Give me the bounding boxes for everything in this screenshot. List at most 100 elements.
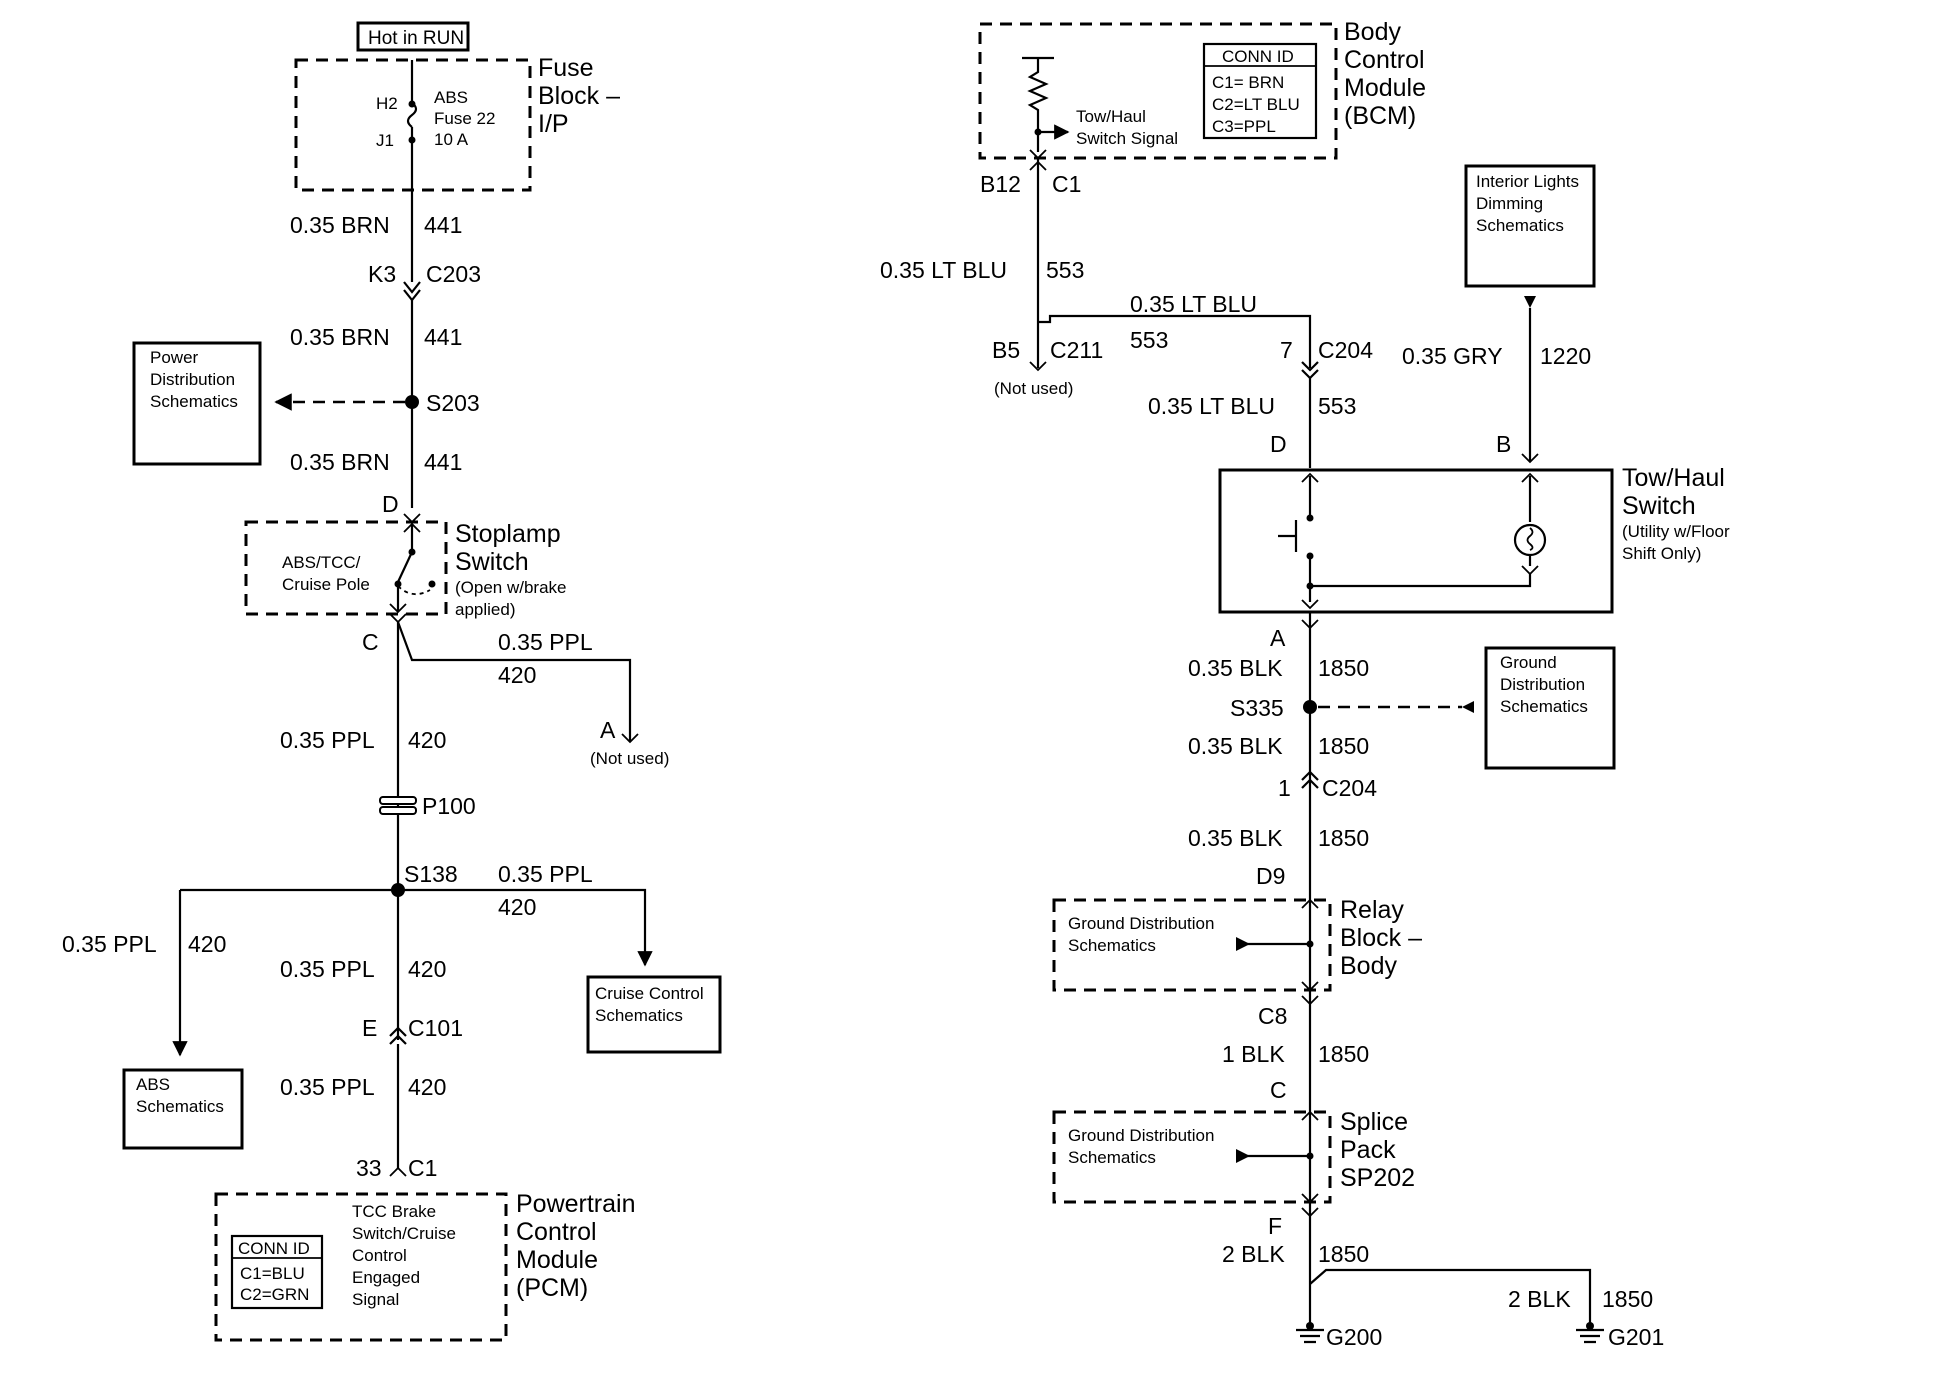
svg-text:Control: Control [352, 1246, 407, 1265]
svg-text:Distribution: Distribution [1500, 675, 1585, 694]
svg-text:P100: P100 [422, 793, 476, 819]
svg-text:0.35 PPL: 0.35 PPL [498, 861, 593, 887]
svg-text:C1= BRN: C1= BRN [1212, 73, 1284, 92]
svg-text:F: F [1268, 1213, 1282, 1239]
svg-text:1850: 1850 [1318, 1241, 1369, 1267]
svg-text:D9: D9 [1256, 863, 1285, 889]
svg-text:0.35 BRN: 0.35 BRN [290, 449, 390, 475]
hot-in-run-label: Hot in RUN [356, 21, 470, 52]
svg-text:Ground: Ground [1500, 653, 1557, 672]
ground-g201: G201 [1576, 1322, 1664, 1350]
svg-text:ABS: ABS [136, 1075, 170, 1094]
svg-text:0.35 BLK: 0.35 BLK [1188, 655, 1283, 681]
relay-block-body: D9 Ground Distribution Schematics Relay … [1052, 863, 1422, 992]
svg-text:A: A [1270, 625, 1286, 651]
svg-text:Schematics: Schematics [1068, 1148, 1156, 1167]
svg-text:applied): applied) [455, 600, 516, 619]
splice-s203: S203 [274, 390, 480, 416]
power-distribution-ref: Power Distribution Schematics [132, 341, 262, 466]
svg-text:0.35 GRY: 0.35 GRY [1402, 343, 1503, 369]
svg-text:Powertrain: Powertrain [516, 1190, 636, 1218]
fuse-icon [406, 102, 418, 128]
indicator-lamp-icon [1513, 523, 1547, 557]
svg-text:Switch: Switch [1622, 492, 1696, 520]
svg-text:C211: C211 [1050, 337, 1103, 363]
svg-text:Schematics: Schematics [595, 1006, 683, 1025]
ground-distribution-ref: Ground Distribution Schematics [1484, 646, 1616, 770]
svg-text:E: E [362, 1015, 377, 1041]
svg-text:(BCM): (BCM) [1344, 102, 1416, 130]
svg-text:C: C [1270, 1077, 1287, 1103]
svg-text:ABS: ABS [434, 88, 468, 107]
svg-text:CONN ID: CONN ID [1222, 47, 1294, 66]
svg-text:0.35 LT BLU: 0.35 LT BLU [1130, 291, 1257, 317]
svg-text:Body: Body [1340, 952, 1397, 980]
passthrough-p100: P100 [379, 793, 476, 819]
svg-text:Signal: Signal [352, 1290, 399, 1309]
ground-icon [1296, 1328, 1324, 1344]
resistor-icon [1027, 58, 1049, 152]
svg-text:1: 1 [1278, 775, 1291, 801]
svg-text:(Not used): (Not used) [994, 379, 1073, 398]
abs-schematics-ref: ABS Schematics [122, 1068, 244, 1150]
svg-text:0.35 PPL: 0.35 PPL [280, 956, 375, 982]
interior-lights-dimming-ref: Interior Lights Dimming Schematics [1464, 164, 1596, 308]
svg-text:D: D [1270, 431, 1287, 457]
right-circuit: Tow/Haul Switch Signal CONN ID C1= BRN C… [880, 18, 1730, 1350]
svg-text:SP202: SP202 [1340, 1164, 1415, 1192]
svg-text:553: 553 [1130, 327, 1168, 353]
ground-g200: G200 [1296, 1322, 1382, 1350]
svg-text:(Not used): (Not used) [590, 749, 669, 768]
svg-text:Schematics: Schematics [1476, 216, 1564, 235]
ground-icon [1576, 1328, 1604, 1344]
svg-text:420: 420 [408, 956, 446, 982]
svg-text:1850: 1850 [1602, 1286, 1653, 1312]
svg-text:Schematics: Schematics [136, 1097, 224, 1116]
svg-text:Schematics: Schematics [1068, 936, 1156, 955]
svg-text:0.35 LT BLU: 0.35 LT BLU [1148, 393, 1275, 419]
svg-text:Ground Distribution: Ground Distribution [1068, 1126, 1214, 1145]
svg-text:0.35 BRN: 0.35 BRN [290, 324, 390, 350]
svg-text:Control: Control [1344, 46, 1425, 74]
svg-text:S335: S335 [1230, 695, 1284, 721]
svg-text:G200: G200 [1326, 1324, 1382, 1350]
connector-c101: E C101 [362, 1015, 463, 1045]
svg-text:420: 420 [498, 662, 536, 688]
svg-text:2 BLK: 2 BLK [1508, 1286, 1571, 1312]
svg-text:Block –: Block – [1340, 924, 1422, 952]
svg-text:(PCM): (PCM) [516, 1274, 588, 1302]
svg-text:Ground Distribution: Ground Distribution [1068, 914, 1214, 933]
svg-text:C: C [362, 629, 379, 655]
left-circuit: Hot in RUN H2 J1 ABS Fuse 22 10 A Fuse B… [62, 21, 722, 1342]
svg-text:553: 553 [1318, 393, 1356, 419]
svg-text:Schematics: Schematics [1500, 697, 1588, 716]
svg-text:C1=BLU: C1=BLU [240, 1264, 305, 1283]
svg-text:0.35 PPL: 0.35 PPL [62, 931, 157, 957]
svg-text:S138: S138 [404, 861, 458, 887]
svg-text:(Open w/brake: (Open w/brake [455, 578, 567, 597]
svg-text:Control: Control [516, 1218, 597, 1246]
svg-text:Cruise Control: Cruise Control [595, 984, 704, 1003]
svg-text:1850: 1850 [1318, 733, 1369, 759]
svg-text:441: 441 [424, 324, 462, 350]
svg-text:B: B [1496, 431, 1511, 457]
splice-pack-sp202: C Ground Distribution Schematics Splice … [1052, 1077, 1415, 1204]
svg-text:Switch: Switch [455, 548, 529, 576]
svg-text:Relay: Relay [1340, 896, 1404, 924]
svg-text:Cruise Pole: Cruise Pole [282, 575, 370, 594]
svg-text:1850: 1850 [1318, 825, 1369, 851]
svg-text:Module: Module [1344, 74, 1426, 102]
svg-text:C1: C1 [408, 1155, 437, 1181]
svg-text:Block –: Block – [538, 82, 620, 110]
svg-text:Fuse: Fuse [538, 54, 594, 82]
svg-text:ABS/TCC/: ABS/TCC/ [282, 553, 361, 572]
svg-text:0.35 LT BLU: 0.35 LT BLU [880, 257, 1007, 283]
svg-text:0.35 BLK: 0.35 BLK [1188, 825, 1283, 851]
svg-text:B5: B5 [992, 337, 1020, 363]
svg-text:K3: K3 [368, 261, 396, 287]
svg-text:33: 33 [356, 1155, 382, 1181]
pcm-module: 33 C1 CONN ID C1=BLU C2=GRN TCC Brake Sw… [214, 1155, 636, 1342]
svg-text:(Utility w/Floor: (Utility w/Floor [1622, 522, 1730, 541]
svg-text:G201: G201 [1608, 1324, 1664, 1350]
